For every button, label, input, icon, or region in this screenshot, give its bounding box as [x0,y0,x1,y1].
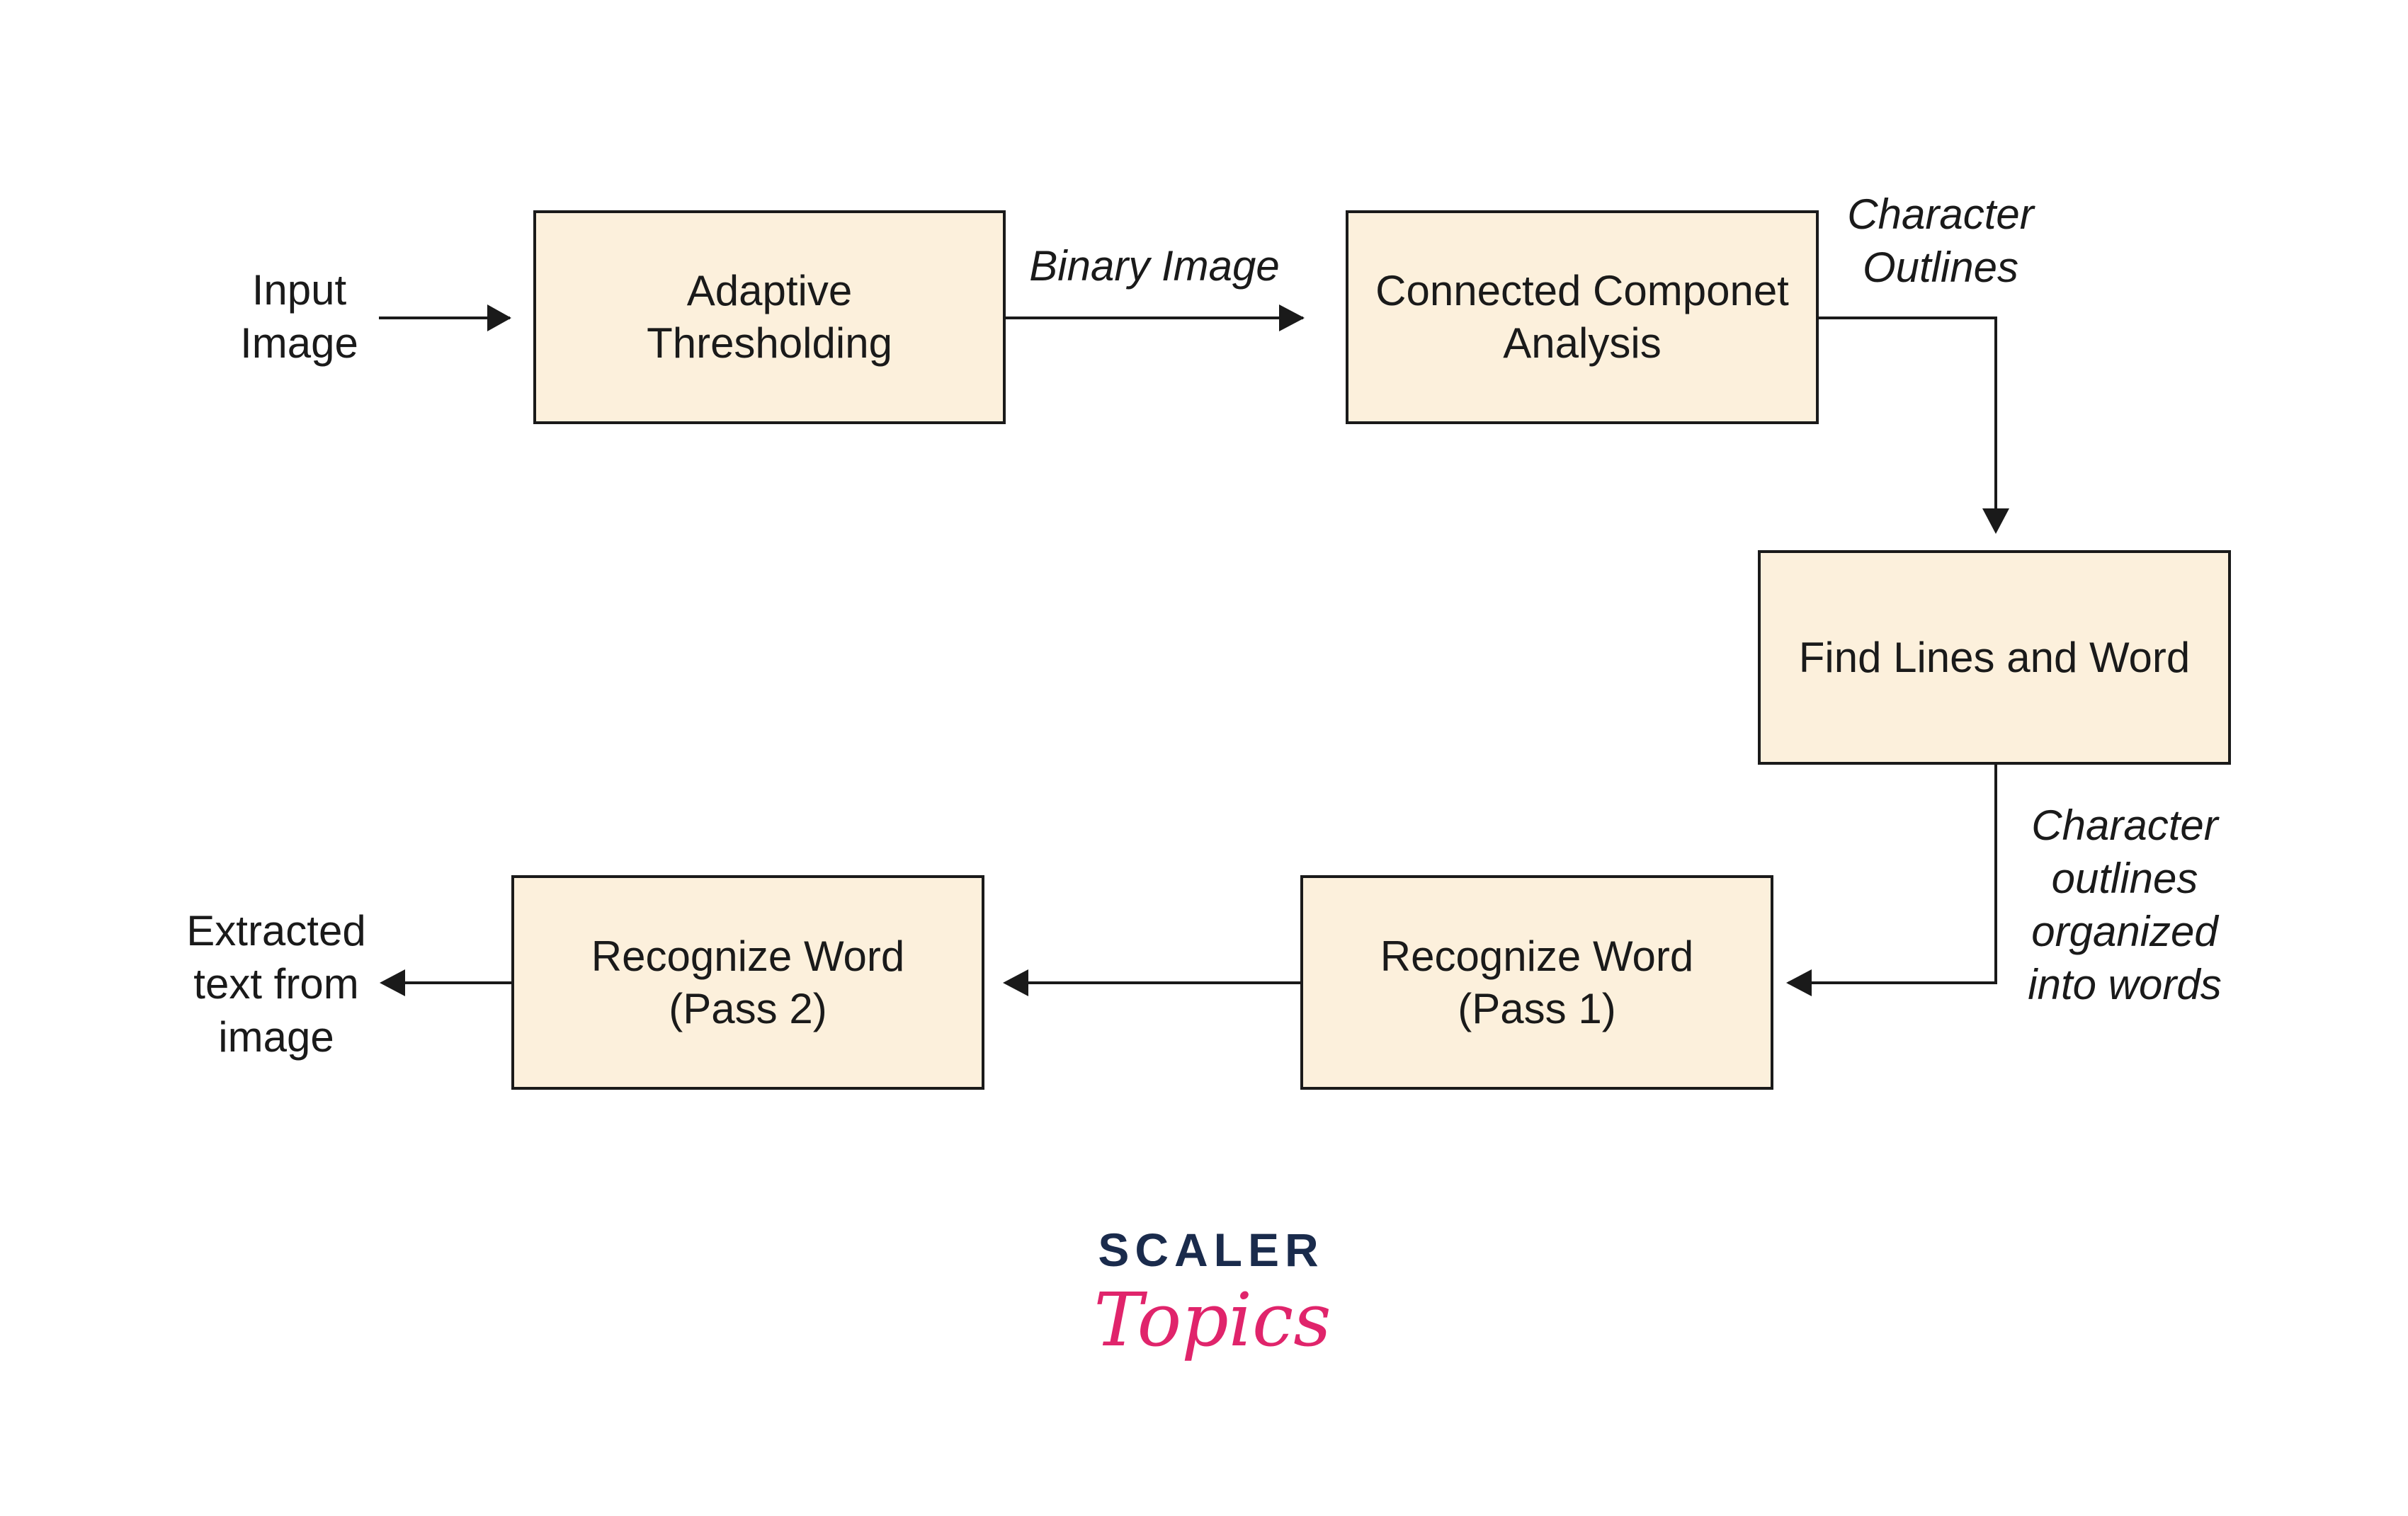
arrowhead-pass1-to-pass2 [1003,969,1028,996]
logo-scaler-wordmark: SCALER [1098,1224,1324,1276]
arrow-find-lines-to-pass1 [1788,765,1997,984]
node-find-lines-and-word: Find Lines and Word [1758,550,2231,765]
node-adaptive-thresholding-label: Adaptive Thresholding [647,267,892,367]
arrowhead-pass2-to-output [380,969,405,996]
node-recognize-word-pass2: Recognize Word (Pass 2) [511,875,984,1090]
arrow-components-to-find-lines [1819,317,1997,531]
label-input-image: Input Image [240,266,358,367]
label-character-outlines: Character Outlines [1847,190,2034,291]
arrowhead-thresholding-to-components [1279,304,1305,331]
node-recognize-word-pass1: Recognize Word (Pass 1) [1300,875,1773,1090]
arrowhead-input-to-thresholding [487,304,511,331]
node-recognize-word-pass1-label: Recognize Word (Pass 1) [1380,932,1694,1032]
label-binary-image: Binary Image [1029,242,1280,290]
logo-topics-wordmark: Topics [1094,1277,1331,1363]
scaler-topics-logo: SCALER Topics [1094,1224,1331,1363]
label-character-outlines-words: Character outlines organized into words [2028,802,2222,1008]
node-find-lines-and-word-label: Find Lines and Word [1798,633,2191,681]
label-extracted-text: Extracted text from image [186,907,366,1061]
node-connected-component-analysis: Connected Componet Analysis [1346,210,1819,424]
node-adaptive-thresholding: Adaptive Thresholding [533,210,1006,424]
node-recognize-word-pass2-label: Recognize Word (Pass 2) [591,932,905,1032]
arrowhead-find-lines-to-pass1 [1786,969,1812,996]
arrowhead-components-to-find-lines [1982,508,2009,534]
node-connected-component-analysis-label: Connected Componet Analysis [1375,267,1789,367]
